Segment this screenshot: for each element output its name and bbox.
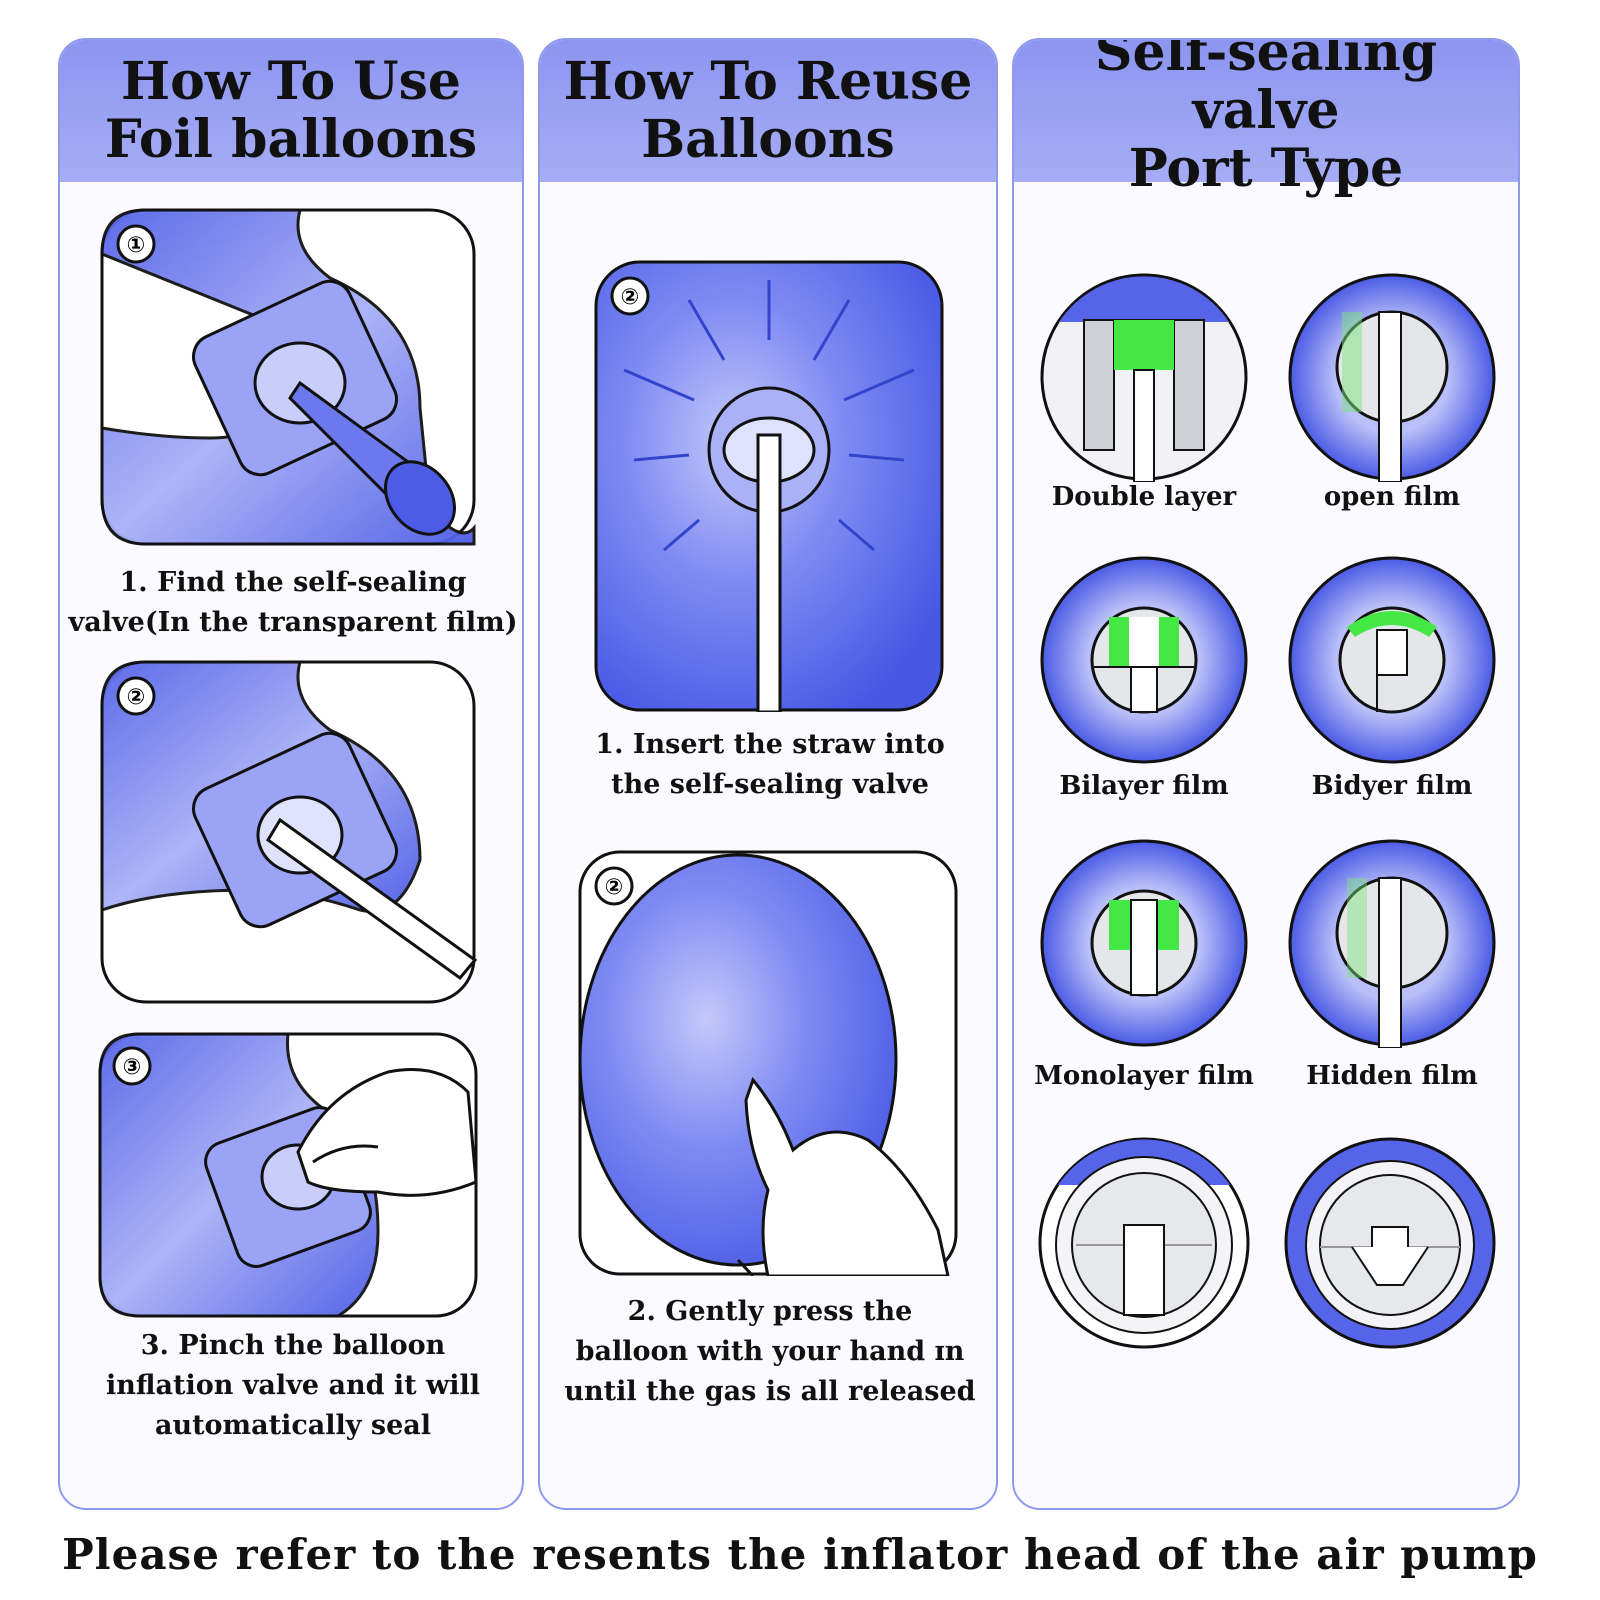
panel-title: How To Use Foil balloons: [60, 40, 522, 182]
bidyer-film-valve-icon: [1288, 556, 1496, 764]
caption-line-3: automatically seal: [154, 1410, 432, 1441]
caption-line-2: inflation valve and it will: [105, 1370, 481, 1401]
type-label: Bilayer film: [1059, 771, 1229, 801]
step-2-insert-straw-illustration: ②: [100, 660, 478, 1004]
inflator-head-icon: [1038, 1137, 1250, 1349]
type-label: Double layer: [1051, 482, 1237, 512]
step-badge: ②: [621, 285, 640, 310]
type-label: Monolayer film: [1034, 1061, 1254, 1091]
title-line-2: Foil balloons: [104, 109, 478, 170]
reuse-step-1-straw-illustration: ②: [594, 260, 944, 712]
caption-line-2: balloon with your hand ɪn: [575, 1336, 965, 1367]
caption-line-2: valve(In the transparent film): [68, 607, 518, 638]
caption-line-1: 1. Insert the straw into: [595, 729, 945, 760]
step-badge: ②: [127, 685, 146, 710]
panel-title: Self-sealing valve Port Type: [1014, 38, 1518, 198]
caption-line-1: 1. Find the self-sealing: [119, 567, 467, 598]
caption-line-3: until the gas is all released: [564, 1376, 976, 1407]
type-label: open film: [1323, 482, 1461, 512]
title-line-2: Balloons: [641, 109, 895, 170]
type-label: Hidden film: [1306, 1061, 1478, 1091]
title-line-2: Port Type: [1128, 138, 1404, 199]
step-3-caption: 3. Pinch the balloon inflation valve and…: [60, 1326, 522, 1446]
panel-how-to-use: How To Use Foil balloons ① 1. Find the s…: [58, 38, 524, 1510]
bilayer-film-valve-icon: [1040, 556, 1248, 764]
open-film-valve-icon: [1288, 273, 1496, 482]
step-badge: ③: [123, 1055, 142, 1080]
type-label: Bidyer film: [1311, 771, 1473, 801]
double-layer-valve-icon: [1040, 273, 1248, 482]
step-badge: ②: [605, 875, 624, 900]
panel-how-to-reuse: How To Reuse Balloons ② 1. Insert the st…: [538, 38, 998, 1510]
title-line-1: How To Use: [121, 51, 461, 112]
reuse-step-2-caption: 2. Gently press the balloon with your ha…: [540, 1292, 996, 1412]
footer-note: Please refer to the resents the inflator…: [62, 1530, 1538, 1579]
title-line-1: Self-sealing valve: [1094, 38, 1438, 141]
title-line-1: How To Reuse: [563, 51, 973, 112]
monolayer-film-valve-icon: [1040, 839, 1248, 1047]
inflator-head-icon: [1284, 1137, 1496, 1349]
reuse-step-1-caption: 1. Insert the straw into the self-sealin…: [540, 725, 996, 805]
step-badge: ①: [127, 233, 146, 258]
caption-line-1: 2. Gently press the: [627, 1296, 913, 1327]
reuse-step-2-press-balloon-illustration: ②: [578, 850, 958, 1276]
step-3-pinch-valve-illustration: ③: [98, 1032, 478, 1318]
panel-valve-port-types: Self-sealing valve Port Type Double laye…: [1012, 38, 1520, 1510]
step-1-caption: 1. Find the self-sealing valve(In the tr…: [60, 563, 522, 643]
step-1-find-valve-illustration: ①: [100, 208, 476, 546]
hidden-film-valve-icon: [1288, 839, 1496, 1048]
caption-line-1: 3. Pinch the balloon: [140, 1330, 446, 1361]
panel-title: How To Reuse Balloons: [540, 40, 996, 182]
caption-line-2: the self-sealing valve: [611, 769, 929, 800]
